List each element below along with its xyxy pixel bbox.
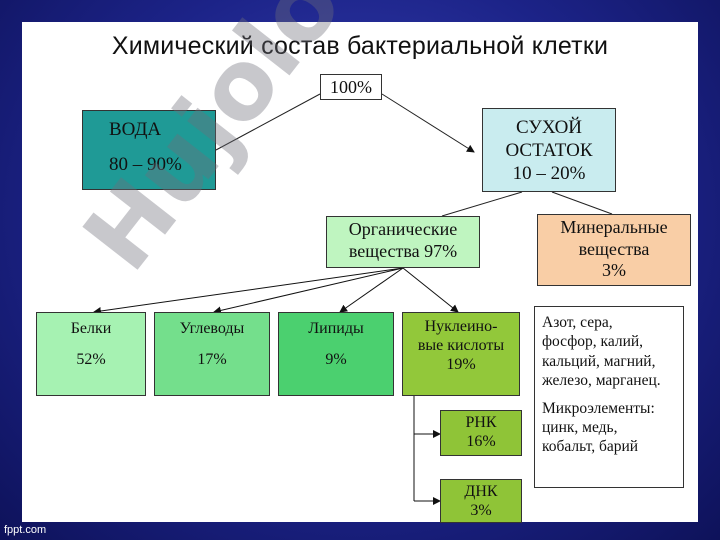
- component-value: 52%: [76, 351, 106, 369]
- note-line: фосфор, калий,: [542, 333, 644, 351]
- nucleic-acids-box: Нуклеино- вые кислоты 19%: [402, 312, 520, 396]
- dry-line: СУХОЙ: [515, 117, 583, 138]
- carbohydrates-box: Углеводы 17%: [154, 312, 270, 396]
- note-line: Микроэлементы:: [542, 399, 655, 417]
- mineral-line: вещества: [578, 238, 650, 259]
- arrow-organic-proteins: [93, 267, 404, 315]
- organic-box: Органические вещества 97%: [326, 216, 480, 268]
- mineral-line: Минеральные: [560, 217, 668, 237]
- component-value: 9%: [325, 351, 347, 369]
- note-line: Азот, сера,: [542, 314, 613, 331]
- lipids-box: Липиды 9%: [278, 312, 394, 396]
- proteins-box: Белки 52%: [36, 312, 146, 396]
- note-line: кобальт, барий: [542, 438, 639, 456]
- arrow-organic-carbs: [213, 267, 404, 315]
- note-line: железо, марганец.: [542, 372, 661, 390]
- component-name: Углеводы: [179, 320, 245, 337]
- note-line: цинк, медь,: [542, 418, 618, 436]
- line-root-dry: [381, 93, 475, 153]
- component-name: Липиды: [308, 320, 364, 337]
- note-line: кальций, магний,: [542, 352, 656, 370]
- component-value: 17%: [197, 351, 227, 369]
- mineral-box: Минеральные вещества 3%: [537, 214, 691, 286]
- root-total-box: 100%: [320, 74, 382, 100]
- arrow-organic-lipids: [339, 267, 404, 313]
- dry-line: ОСТАТОК: [505, 139, 593, 161]
- line-root-water: [215, 93, 321, 151]
- water-value: 80 – 90%: [109, 153, 182, 175]
- arrow-organic-nucleic: [402, 267, 459, 313]
- organic-line: Органические: [348, 219, 458, 239]
- dry-residue-box: СУХОЙ ОСТАТОК 10 – 20%: [482, 108, 616, 192]
- organic-line: вещества 97%: [348, 240, 458, 261]
- rna-value: 16%: [466, 433, 496, 451]
- line-dry-organic: [441, 191, 523, 217]
- dry-value: 10 – 20%: [512, 162, 586, 184]
- dna-name: ДНК: [464, 483, 498, 500]
- dna-value: 3%: [470, 502, 492, 520]
- slide: Химический состав бактериальной клетки 1…: [22, 0, 698, 523]
- rna-name: РНК: [465, 414, 497, 431]
- line-dry-mineral: [551, 191, 613, 215]
- rna-box: РНК 16%: [440, 410, 522, 456]
- component-name: вые кислоты: [417, 337, 505, 355]
- connector-lines: [93, 93, 613, 505]
- mineral-value: 3%: [602, 260, 626, 281]
- slide-title: Химический состав бактериальной клетки: [111, 32, 609, 60]
- mineral-elements-note: Азот, сера, фосфор, калий, кальций, магн…: [534, 306, 684, 488]
- brand-label: fppt.com: [4, 524, 47, 536]
- component-name: Нуклеино-: [424, 318, 498, 335]
- dna-box: ДНК 3%: [440, 479, 522, 523]
- water-box: ВОДА 80 – 90%: [82, 110, 216, 190]
- component-name: Белки: [70, 320, 112, 337]
- component-value: 19%: [446, 356, 476, 374]
- water-name: ВОДА: [109, 119, 162, 140]
